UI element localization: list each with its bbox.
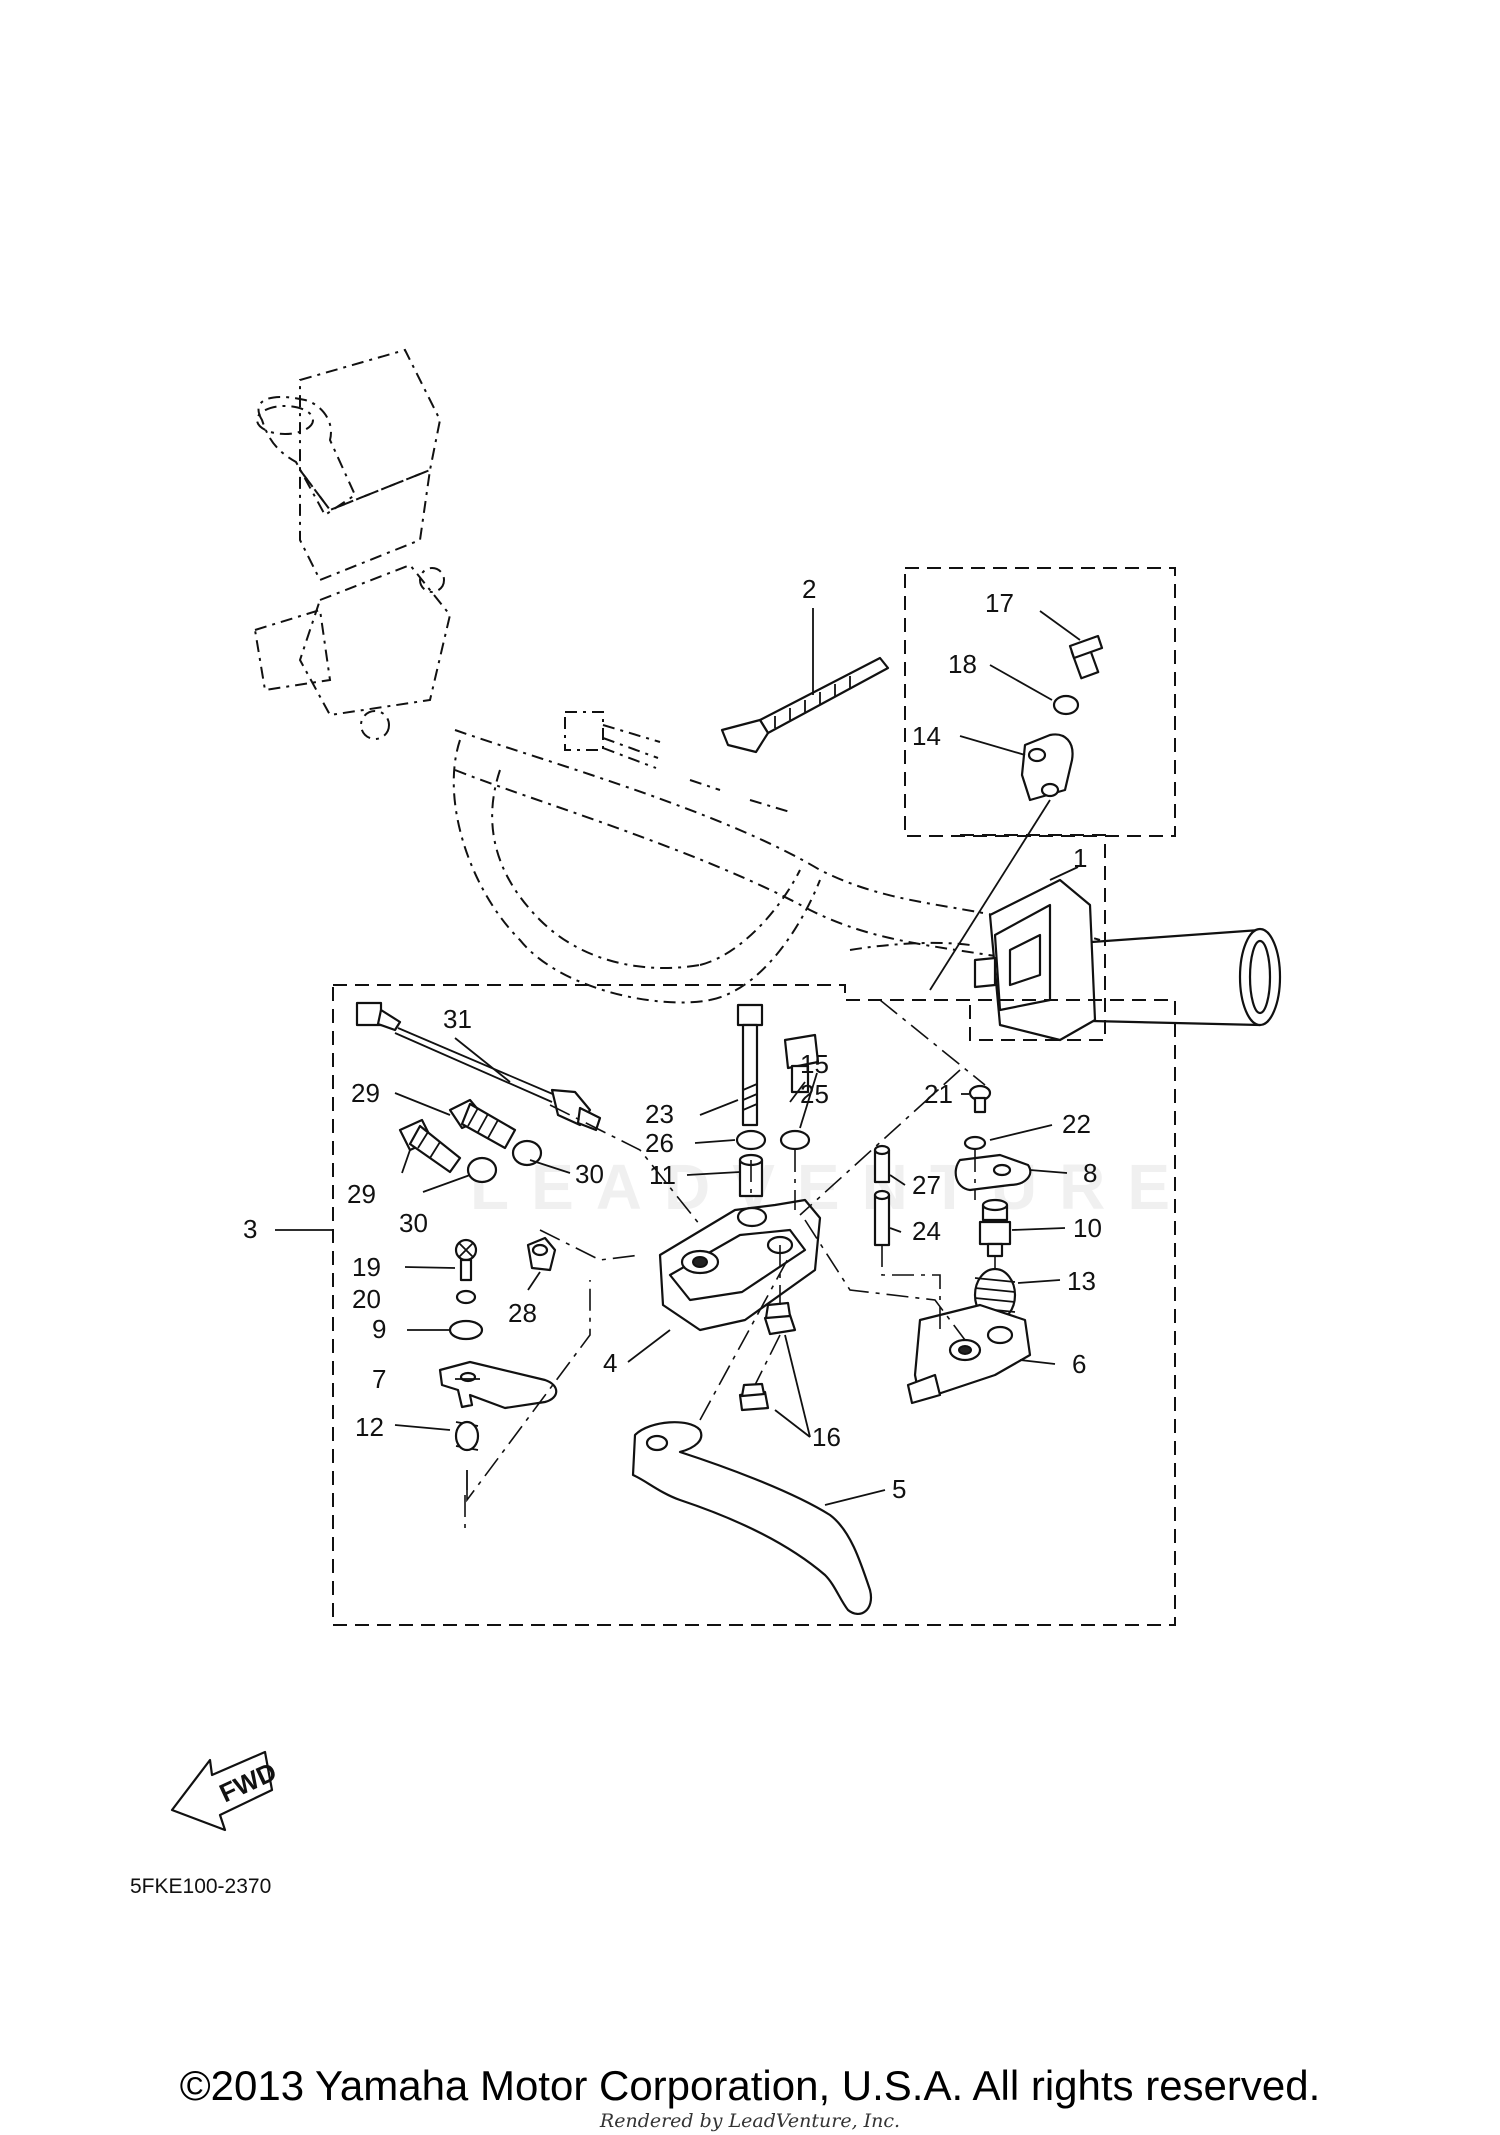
part-12-spring	[454, 1420, 480, 1452]
part-25-washer	[779, 1129, 811, 1151]
part-15-pivot-bolt	[783, 1033, 820, 1094]
diagram-code: 5FKE100-2370	[130, 1875, 272, 1898]
part-30-nut-lower	[466, 1156, 498, 1184]
callout-leaders	[275, 608, 1081, 1506]
callout-11: 11	[649, 1160, 676, 1190]
callout-29-upper: 29	[351, 1078, 380, 1108]
callout-27: 27	[912, 1170, 941, 1200]
callout-10: 10	[1073, 1213, 1102, 1243]
callout-17: 17	[985, 588, 1014, 618]
part-8-plate	[954, 1153, 1032, 1192]
group-box-3	[332, 984, 1176, 1626]
callout-6: 6	[1072, 1349, 1086, 1379]
callout-5: 5	[892, 1474, 906, 1504]
handlebar-phantom	[253, 348, 1101, 1004]
part-16-nut-lower	[738, 1382, 770, 1412]
callout-25: 25	[800, 1079, 829, 1109]
leadventure-watermark: LEADVENTURE	[470, 1151, 1193, 1223]
callout-30-lower: 30	[399, 1208, 428, 1238]
callout-2: 2	[802, 574, 816, 604]
part-20-washer	[455, 1289, 477, 1305]
callout-9: 9	[372, 1314, 386, 1344]
rendered-by-credit: Rendered by LeadVenture, Inc.	[599, 2110, 901, 2132]
part-17-screw	[1068, 634, 1104, 680]
callout-18: 18	[948, 649, 977, 679]
callout-23: 23	[645, 1099, 674, 1129]
callout-8: 8	[1083, 1158, 1097, 1188]
part-6-housing	[906, 1303, 1032, 1405]
callout-4: 4	[603, 1348, 617, 1378]
callout-29-lower: 29	[347, 1179, 376, 1209]
callout-13: 13	[1067, 1266, 1096, 1296]
part-29-adjuster-lower	[398, 1118, 462, 1174]
part-31-wire	[355, 1001, 602, 1132]
callout-numbers: 1 2 3 4 5 6 7 8 9 10 11 12 13 14 15 16 1…	[243, 574, 1102, 1504]
part-4-lever-holder	[658, 1198, 822, 1332]
part-29-adjuster-upper	[448, 1098, 517, 1150]
callout-26: 26	[645, 1128, 674, 1158]
part-5-lever	[631, 1421, 873, 1615]
callout-7: 7	[372, 1364, 386, 1394]
callout-1: 1	[1073, 843, 1087, 873]
callout-24: 24	[912, 1216, 941, 1246]
part-16-nut-upper	[763, 1301, 797, 1336]
callout-30-upper: 30	[575, 1159, 604, 1189]
part-9-washer	[448, 1319, 484, 1341]
copyright-notice: ©2013 Yamaha Motor Corporation, U.S.A. A…	[179, 2062, 1321, 2109]
callout-21: 21	[924, 1079, 953, 1109]
callout-22: 22	[1062, 1109, 1091, 1139]
part-27-pin	[873, 1144, 891, 1184]
callout-19: 19	[352, 1252, 381, 1282]
part-23-bolt	[736, 1003, 764, 1127]
group-box-14	[904, 567, 1176, 837]
part-21-screw	[968, 1084, 992, 1114]
part-7-plate	[438, 1360, 558, 1410]
callout-28: 28	[508, 1298, 537, 1328]
callout-31: 31	[443, 1004, 472, 1034]
part-2-cable-tie	[720, 656, 890, 754]
callout-16: 16	[812, 1422, 841, 1452]
part-24-pin	[873, 1189, 891, 1247]
part-26-washer	[735, 1129, 767, 1151]
callout-3: 3	[243, 1214, 257, 1244]
callout-14: 14	[912, 721, 941, 751]
callout-15: 15	[800, 1049, 829, 1079]
part-10-adjuster	[978, 1198, 1012, 1258]
part-19-screw	[454, 1238, 478, 1282]
group-box-1	[960, 834, 1106, 1041]
callout-20: 20	[352, 1284, 381, 1314]
part-22-washer	[963, 1135, 987, 1151]
part-28-plug	[526, 1236, 557, 1272]
part-1-grip	[973, 878, 1282, 1042]
part-30-nut-upper	[511, 1139, 543, 1167]
callout-12: 12	[355, 1412, 384, 1442]
part-14-holder	[1020, 733, 1074, 802]
fwd-arrow: FWD	[170, 1750, 281, 1832]
assembly-guide-lines	[464, 999, 996, 1535]
part-18-washer	[1052, 694, 1080, 716]
